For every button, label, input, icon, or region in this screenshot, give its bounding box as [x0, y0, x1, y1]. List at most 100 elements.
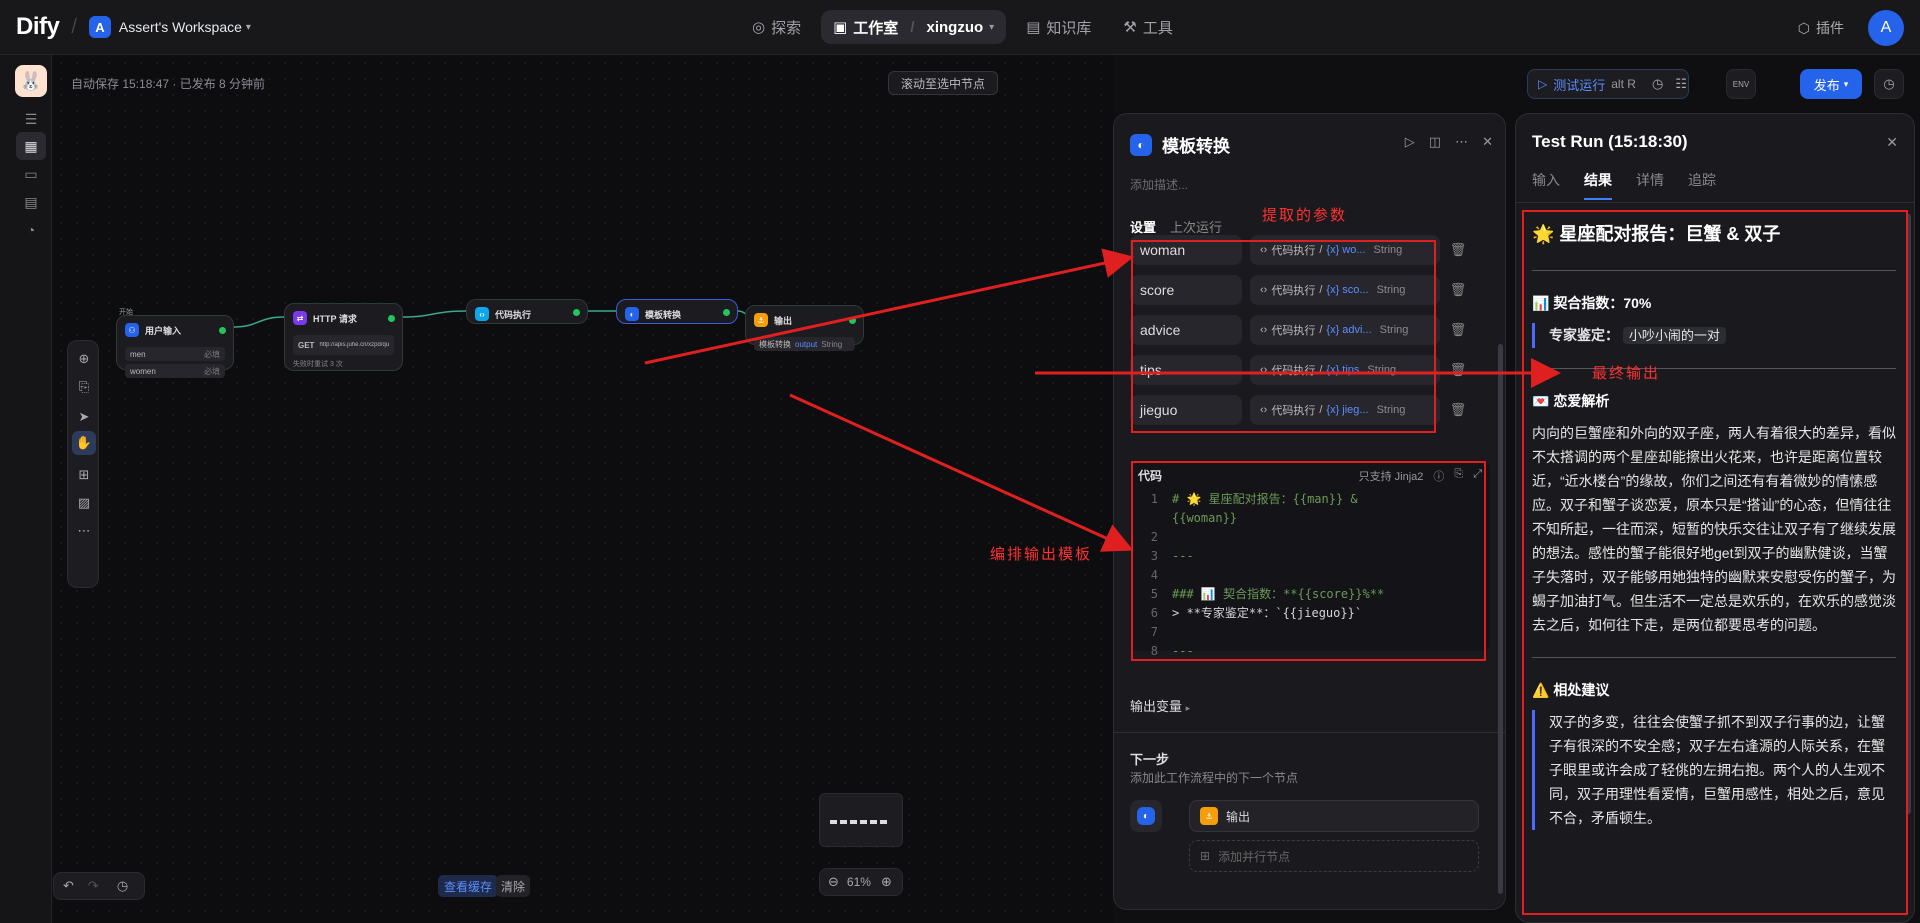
sliders-icon[interactable]: ☰ [24, 110, 38, 127]
version-history-button[interactable]: ◷ [1874, 69, 1904, 99]
node-output[interactable]: ⚓输出 模板转换 output String [745, 305, 864, 351]
nav-studio[interactable]: ▣ 工作室 / xingzuo ▾ [821, 10, 1007, 44]
run-toolbar: ▷ 测试运行 alt R ◷ ☷ [1527, 69, 1689, 99]
checklist-icon[interactable]: ☷ [1675, 76, 1687, 91]
tab-settings[interactable]: 设置 [1130, 220, 1157, 235]
add-node-icon[interactable]: ⊕ [78, 351, 90, 366]
next-node-output[interactable]: ⚓ 输出 [1189, 800, 1479, 832]
minimap-nodes [830, 820, 890, 824]
tab-input[interactable]: 输入 [1532, 172, 1560, 188]
code-icon: ‹› [1260, 364, 1268, 376]
close-icon[interactable]: ✕ [1482, 134, 1493, 149]
monitor-icon[interactable]: ◔ [26, 222, 36, 238]
node-http[interactable]: ⇄HTTP 请求 GET http://apis.juhe.cn/xzpd/qu… [284, 303, 403, 371]
var-source-select[interactable]: ‹›代码执行/{x} jieg...String [1250, 395, 1440, 425]
var-source-select[interactable]: ‹›代码执行/{x} sco...String [1250, 275, 1440, 305]
node-template[interactable]: ◐模板转换 [616, 299, 738, 324]
chevron-down-icon[interactable]: ▾ [989, 21, 995, 33]
expand-icon[interactable]: ⤢ [1473, 467, 1482, 480]
dify-logo[interactable]: Dify [16, 13, 60, 40]
publish-button[interactable]: 发布 ▾ [1800, 69, 1862, 99]
var-row-1: score ‹›代码执行/{x} sco...String 🗑 [1130, 275, 1468, 305]
workspace-badge[interactable]: A [88, 16, 111, 38]
line-number: 4 [1150, 568, 1158, 582]
env-label: ENV [1732, 79, 1750, 89]
plugins-button[interactable]: ⬡ 插件 [1798, 18, 1844, 38]
separator: / [71, 15, 77, 38]
zoom-out-icon[interactable]: ⊖ [828, 874, 839, 889]
tab-trace[interactable]: 追踪 [1688, 172, 1716, 188]
var-ref: {x} advi... [1326, 324, 1372, 336]
panel-title-text[interactable]: 模板转换 [1162, 137, 1230, 156]
env-button[interactable]: ENV [1726, 69, 1756, 99]
close-icon[interactable]: ✕ [1886, 134, 1898, 150]
plus-icon: ⊞ [1200, 849, 1211, 863]
var-ref-name: wo... [1342, 244, 1366, 256]
line-number: 2 [1150, 530, 1158, 544]
var-name-input[interactable]: score [1130, 275, 1242, 305]
add-parallel-node[interactable]: ⊞ 添加并行节点 [1189, 840, 1479, 872]
tab-last-run[interactable]: 上次运行 [1170, 220, 1223, 235]
output-vars-label: 输出变量 [1130, 699, 1183, 714]
zoom-level[interactable]: 61% [846, 875, 871, 889]
trash-icon[interactable]: 🗑 [1449, 282, 1467, 297]
tab-result[interactable]: 结果 [1584, 170, 1612, 200]
separator: / [910, 18, 915, 36]
more-icon[interactable]: ⋯ [77, 523, 91, 538]
clear-button[interactable]: 清除 [496, 875, 531, 897]
template-icon: ◐ [1130, 133, 1152, 156]
var-name-input[interactable]: advice [1130, 315, 1242, 345]
scrollbar[interactable] [1498, 344, 1503, 894]
play-icon[interactable]: ▷ [1404, 134, 1415, 149]
note-icon[interactable]: ⎘ [78, 379, 90, 394]
code-icon: ‹› [1260, 244, 1268, 256]
test-run-button[interactable]: 测试运行 [1553, 77, 1606, 93]
cube-icon: ⬡ [1797, 19, 1810, 36]
history-run-icon[interactable]: ◷ [1651, 76, 1664, 91]
view-cache-button[interactable]: 查看缓存 [438, 875, 499, 897]
trash-icon[interactable]: 🗑 [1449, 242, 1467, 257]
undo-icon[interactable]: ↶ [63, 878, 74, 893]
scrollbar[interactable] [1906, 214, 1911, 814]
workspace-name[interactable]: Assert's Workspace [118, 19, 242, 35]
output-source: 模板转换 [759, 339, 791, 349]
var-name-input[interactable]: jieguo [1130, 395, 1242, 425]
studio-app-name[interactable]: xingzuo [926, 18, 984, 36]
chevron-down-icon: ▾ [1843, 78, 1849, 89]
nav-tools[interactable]: ⚒ 工具 [1111, 10, 1184, 44]
pointer-icon[interactable]: ➤ [78, 409, 90, 424]
copy-icon[interactable]: ⎘ [1454, 467, 1464, 480]
terminal-icon[interactable]: ▭ [24, 165, 38, 182]
zoom-in-icon[interactable]: ⊕ [880, 874, 892, 889]
output-vars-toggle[interactable]: 输出变量 ▸ [1130, 696, 1190, 715]
avatar[interactable]: A [1868, 10, 1904, 46]
split-view-icon[interactable]: ◫ [1428, 134, 1442, 149]
divider [1532, 368, 1896, 369]
chevron-down-icon[interactable]: ▾ [245, 21, 251, 33]
add-description[interactable]: 添加描述... [1130, 178, 1189, 192]
hand-icon[interactable]: ✋ [72, 431, 96, 455]
redo-icon[interactable]: ↷ [87, 878, 99, 893]
image-icon[interactable]: ▨ [77, 495, 91, 510]
logs-icon[interactable]: ▤ [24, 193, 38, 210]
trash-icon[interactable]: 🗑 [1449, 322, 1467, 337]
app-icon[interactable]: 🐰 [15, 65, 47, 97]
workflow-icon[interactable]: ▦ [16, 132, 46, 160]
scroll-to-node-button[interactable]: 滚动至选中节点 [888, 71, 999, 95]
more-icon[interactable]: ⋯ [1455, 134, 1469, 149]
nav-knowledge[interactable]: ▤ 知识库 [1014, 10, 1103, 44]
code-editor[interactable]: 代码 只支持 Jinja2 ⓘ ⎘ ⤢ 1# 🌟 星座配对报告：{{man}} … [1130, 461, 1490, 658]
info-icon[interactable]: ⓘ [1433, 470, 1445, 483]
history-icon[interactable]: ◷ [116, 878, 129, 893]
trash-icon[interactable]: 🗑 [1449, 402, 1467, 417]
nav-explore[interactable]: ◎ 探索 [740, 10, 813, 44]
tab-detail[interactable]: 详情 [1636, 172, 1664, 188]
organize-icon[interactable]: ⊞ [78, 467, 90, 482]
workflow-canvas[interactable]: 自动保存 15:18:47 · 已发布 8 分钟前 滚动至选中节点 ⊕ ⎘ ➤ … [53, 55, 1113, 923]
node-code[interactable]: ‹›代码执行 [466, 299, 588, 324]
minimap[interactable] [819, 793, 903, 847]
play-icon[interactable]: ▷ [1538, 77, 1548, 91]
var-name-input[interactable]: tips [1130, 355, 1242, 385]
var-source-select[interactable]: ‹›代码执行/{x} advi...String [1250, 315, 1440, 345]
